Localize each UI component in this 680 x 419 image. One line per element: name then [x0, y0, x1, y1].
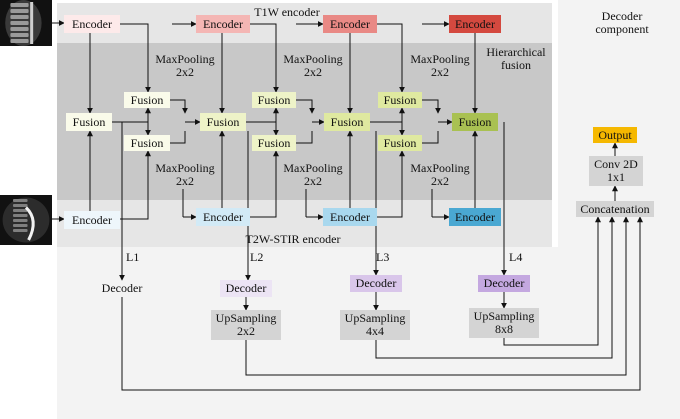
t1w-encoder-title: T1W encoder [254, 5, 320, 19]
connector-3 [120, 23, 151, 93]
t2w-mri-image [0, 195, 52, 245]
t1w-encoder-2: Encoder [196, 15, 250, 33]
t1w-encoder-4: Encoder [449, 15, 501, 33]
connector-41 [296, 99, 315, 114]
t1w-encoder-1: Encoder [64, 15, 120, 33]
connector-39 [170, 131, 186, 144]
connector-22 [250, 150, 279, 218]
fusion-level3: Fusion [324, 113, 370, 131]
t1w-mri-image [0, 0, 52, 46]
connector-55 [245, 216, 629, 376]
fusion-level4: Fusion [452, 113, 498, 131]
fusion-level2: Fusion [200, 113, 246, 131]
fusion-upper-3: Fusion [378, 92, 422, 108]
concatenation-box: Concatenation [576, 201, 654, 217]
fusion-lower-2: Fusion [252, 135, 296, 151]
decoder-1: Decoder [101, 281, 143, 295]
fusion-level1: Fusion [66, 113, 112, 131]
decoder-3: Decoder [350, 275, 402, 292]
connector-44 [422, 99, 441, 114]
connector-5 [250, 23, 279, 93]
t1w-encoder-3: Encoder [323, 15, 377, 33]
connector-54 [121, 216, 643, 391]
fusion-upper-2: Fusion [252, 92, 296, 108]
connector-56 [375, 216, 615, 359]
t2w-encoder-1: Encoder [64, 211, 120, 229]
connector-42 [296, 131, 313, 144]
connector-38 [170, 99, 188, 114]
connector-24 [377, 150, 405, 218]
level-label-1: L1 [126, 250, 140, 264]
t2w-encoder-title: T2W-STIR encoder [245, 232, 341, 246]
level-label-2: L2 [250, 250, 264, 264]
t2w-encoder-2: Encoder [196, 208, 250, 226]
fusion-lower-1: Fusion [124, 135, 170, 151]
level-label-3: L3 [376, 250, 390, 264]
level-label-4: L4 [509, 250, 523, 264]
fusion-upper-1: Fusion [124, 92, 170, 108]
decoder-4: Decoder [478, 275, 530, 292]
fusion-lower-3: Fusion [378, 135, 422, 151]
connector-57 [503, 216, 601, 346]
connector-20 [120, 150, 151, 220]
t2w-encoder-4: Encoder [449, 208, 501, 226]
t2w-encoder-3: Encoder [323, 208, 377, 226]
decoder-2: Decoder [220, 280, 272, 297]
output-box: Output [593, 127, 637, 143]
connector-7 [377, 23, 405, 93]
connector-45 [422, 131, 439, 144]
